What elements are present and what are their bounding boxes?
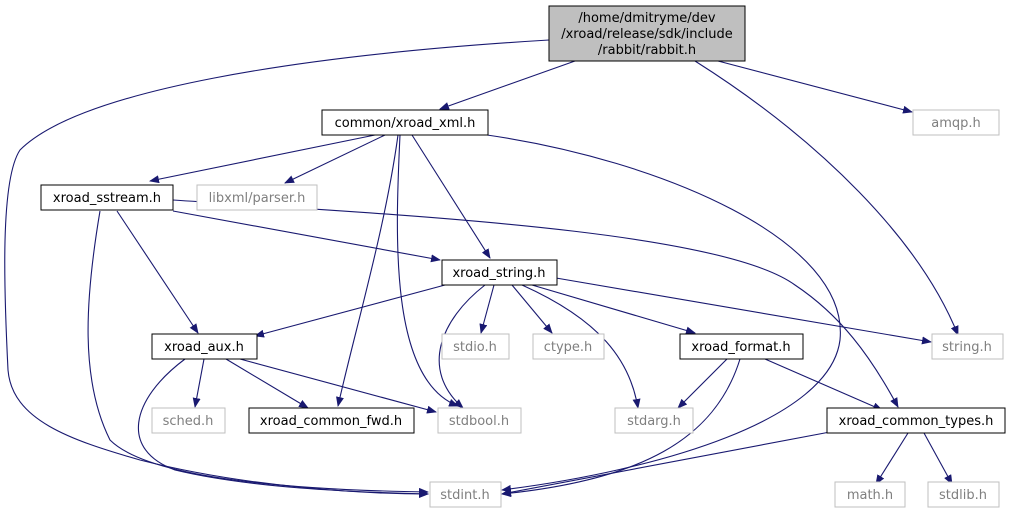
node-stdio-h[interactable]: stdio.h — [441, 333, 510, 360]
node-rabbit-h[interactable]: /home/dmitryme/dev /xroad/release/sdk/in… — [548, 5, 746, 62]
node-xroad-format-h[interactable]: xroad_format.h — [679, 333, 804, 360]
node-amqp-h[interactable]: amqp.h — [912, 109, 1000, 136]
node-xroad-format-h-label: xroad_format.h — [691, 340, 790, 355]
node-stdint-h-label: stdint.h — [440, 488, 489, 503]
node-stdarg-h[interactable]: stdarg.h — [614, 407, 694, 434]
edge-xroad-aux-to-stdbool — [239, 358, 437, 414]
node-xroad-common-types-h[interactable]: xroad_common_types.h — [826, 407, 1006, 434]
edge-xroad-format-to-stdarg — [677, 358, 728, 409]
edge-xroad-string-to-stdarg — [521, 284, 641, 409]
edge-xroad-string-to-ctype — [511, 284, 553, 334]
node-xroad-sstream-h-label: xroad_sstream.h — [53, 191, 161, 206]
edge-xroad-sstream-to-xroad-string — [172, 210, 441, 263]
node-stdbool-h[interactable]: stdbool.h — [437, 407, 522, 434]
edge-rabbit-to-amqp — [717, 60, 913, 114]
edge-rabbit-to-xroad-xml — [439, 60, 576, 110]
edge-xroad-format-to-xroad-common-types — [764, 358, 883, 411]
node-rabbit-h-line-3: /rabbit/rabbit.h — [598, 43, 696, 58]
node-stdint-h[interactable]: stdint.h — [429, 481, 502, 508]
edge-xroad-xml-to-libxml-parser — [284, 134, 386, 184]
node-xroad-sstream-h[interactable]: xroad_sstream.h — [40, 184, 174, 211]
edge-xroad-xml-to-stdint — [486, 134, 841, 493]
edge-xroad-sstream-to-xroad-common-types — [172, 199, 899, 408]
edge-xroad-sstream-to-xroad-aux — [116, 210, 199, 334]
edge-xroad-xml-to-stdbool — [396, 134, 459, 407]
node-math-h-label: math.h — [847, 488, 893, 503]
node-xroad-aux-h-label: xroad_aux.h — [164, 340, 244, 355]
edge-xroad-common-types-to-stdint — [501, 431, 831, 497]
node-rabbit-h-line-1: /home/dmitryme/dev — [578, 11, 716, 26]
edge-xroad-aux-to-xroad-common-fwd — [225, 358, 309, 409]
edge-xroad-format-to-stdint — [501, 358, 741, 498]
node-xroad-string-h[interactable]: xroad_string.h — [441, 259, 558, 286]
node-xroad-common-fwd-h[interactable]: xroad_common_fwd.h — [248, 407, 415, 434]
edge-xroad-common-types-to-math — [875, 432, 909, 485]
node-ctype-h-label: ctype.h — [544, 340, 593, 355]
node-rabbit-h-line-2: /xroad/release/sdk/include — [561, 27, 733, 42]
edge-xroad-xml-to-xroad-common-fwd — [336, 134, 399, 407]
node-stdarg-h-label: stdarg.h — [627, 414, 681, 429]
node-xroad-common-fwd-h-label: xroad_common_fwd.h — [260, 414, 402, 429]
node-xroad-string-h-label: xroad_string.h — [452, 266, 545, 281]
edge-xroad-string-to-xroad-format — [531, 284, 696, 335]
node-xroad-aux-h[interactable]: xroad_aux.h — [151, 333, 258, 360]
node-amqp-h-label: amqp.h — [931, 116, 981, 131]
node-stdbool-h-label: stdbool.h — [449, 414, 509, 429]
edge-xroad-string-to-stdbool — [438, 284, 486, 409]
node-math-h[interactable]: math.h — [834, 481, 906, 508]
node-libxml-parser-h[interactable]: libxml/parser.h — [196, 184, 318, 211]
edge-xroad-sstream-to-stdint — [87, 210, 429, 496]
edge-xroad-string-to-string — [555, 277, 932, 345]
edge-rabbit-to-stdint — [4, 39, 550, 498]
edge-xroad-xml-to-xroad-sstream — [149, 134, 376, 184]
node-stdlib-h[interactable]: stdlib.h — [927, 481, 1000, 508]
node-sched-h-label: sched.h — [163, 414, 214, 429]
edge-rabbit-to-string — [694, 60, 959, 336]
edge-xroad-xml-to-xroad-string — [411, 134, 491, 259]
node-xroad-xml-h[interactable]: common/xroad_xml.h — [321, 109, 489, 136]
node-xroad-xml-h-label: common/xroad_xml.h — [335, 116, 476, 131]
edge-xroad-common-types-to-stdlib — [923, 432, 953, 485]
edge-xroad-string-to-xroad-aux — [254, 284, 446, 338]
node-string-h[interactable]: string.h — [931, 333, 1004, 360]
node-xroad-common-types-h-label: xroad_common_types.h — [839, 414, 994, 429]
node-stdio-h-label: stdio.h — [453, 340, 497, 355]
node-stdlib-h-label: stdlib.h — [939, 488, 987, 503]
edge-xroad-string-to-stdio — [479, 284, 495, 334]
edge-xroad-aux-to-sched — [192, 358, 205, 408]
node-libxml-parser-h-label: libxml/parser.h — [209, 191, 306, 206]
node-sched-h[interactable]: sched.h — [151, 407, 226, 434]
node-ctype-h[interactable]: ctype.h — [532, 333, 605, 360]
node-string-h-label: string.h — [942, 340, 992, 355]
edge-xroad-aux-to-stdint — [137, 358, 429, 498]
